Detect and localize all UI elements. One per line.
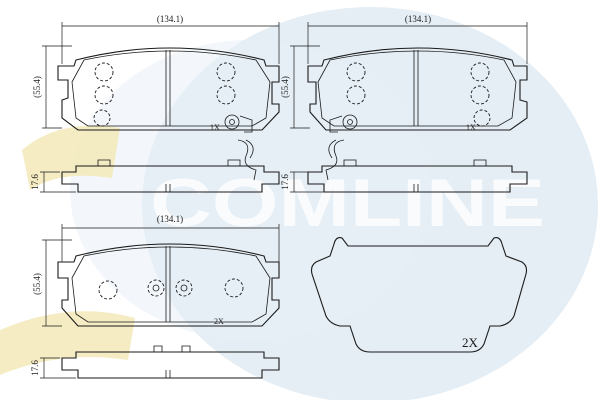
quantity-label: 1X <box>466 123 476 132</box>
pin-hole <box>473 109 491 127</box>
profile-tab <box>343 159 357 166</box>
thickness-label: 17.6 <box>30 360 40 376</box>
spring-clip-profile <box>245 139 254 159</box>
width-label: (134.1) <box>405 14 431 24</box>
anti-noise-shim: 2X <box>310 237 528 353</box>
spring-clip-profile <box>325 139 345 181</box>
pin-hole <box>216 62 236 82</box>
wear-sensor-center <box>347 119 353 125</box>
quantity-label: 1X <box>210 123 220 132</box>
backing-plate <box>307 47 528 131</box>
friction-material <box>71 246 271 323</box>
watermark-swoosh-top <box>22 125 120 190</box>
profile-tab <box>97 159 111 166</box>
pin-hole <box>94 62 114 82</box>
spring-clip-profile <box>237 139 257 181</box>
friction-material <box>317 50 517 127</box>
pin-hole <box>94 85 114 105</box>
wear-sensor <box>224 114 240 130</box>
backing-plate <box>57 243 280 327</box>
pin-hole <box>470 85 490 105</box>
height-label: (55.4) <box>280 76 290 98</box>
quantity-label: 2X <box>214 317 224 326</box>
side-profile <box>307 165 528 193</box>
quantity-label: 2X <box>462 335 479 350</box>
backing-plate <box>57 47 280 131</box>
width-label: (134.1) <box>157 214 183 224</box>
pin-hole <box>98 280 118 300</box>
watermark-inner-oval <box>70 40 430 340</box>
watermark-swoosh-bottom <box>0 311 135 375</box>
height-label: (55.4) <box>32 273 42 295</box>
pad-top-left: (134.1) (55.4) 1X 17.6 <box>30 14 280 193</box>
width-label: (134.1) <box>157 14 183 24</box>
pin-hole <box>216 85 236 105</box>
friction-material <box>71 50 271 127</box>
wear-sensor <box>342 114 358 130</box>
side-profile <box>61 351 280 379</box>
spring-clip-profile <box>328 139 337 159</box>
pin-hole <box>470 62 490 82</box>
pin-hole <box>175 279 193 297</box>
pin-hole <box>93 109 111 127</box>
pin-hole-center <box>180 284 188 292</box>
thickness-label: 17.6 <box>280 174 290 190</box>
comline-watermark: COMLINE <box>0 7 598 400</box>
height-label: (55.4) <box>32 76 42 98</box>
pad-top-right: (134.1) (55.4) 1X 17.6 <box>280 14 528 193</box>
watermark-text: COMLINE <box>150 165 545 241</box>
profile-tab <box>181 345 191 352</box>
profile-tab <box>153 345 163 352</box>
pin-hole <box>346 62 366 82</box>
side-profile <box>61 165 280 193</box>
wear-sensor-tab <box>239 115 253 133</box>
thickness-label: 17.6 <box>30 174 40 190</box>
pad-bottom-left: (134.1) (55.4) 2X 17.6 <box>30 214 280 379</box>
wear-sensor-tab <box>329 115 343 133</box>
profile-tab <box>227 159 241 166</box>
pin-hole <box>346 85 366 105</box>
wear-sensor-center <box>229 119 235 125</box>
pin-hole-center <box>152 284 160 292</box>
profile-tab <box>473 159 487 166</box>
shim-outline <box>310 237 528 353</box>
pin-hole <box>224 278 244 298</box>
pin-hole <box>147 279 165 297</box>
